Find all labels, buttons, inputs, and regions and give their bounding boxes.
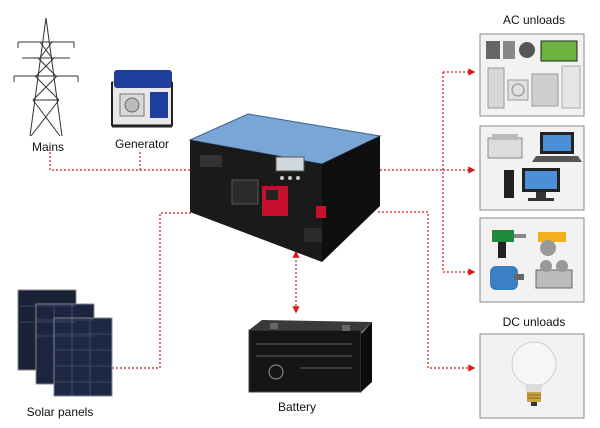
generator-icon — [111, 70, 173, 128]
mains-label: Mains — [32, 140, 64, 154]
inverter-icon — [188, 113, 382, 262]
ac-panel-office — [479, 125, 585, 211]
power-pylon-icon — [13, 17, 79, 137]
dc-output-line — [378, 211, 476, 372]
battery-label: Battery — [278, 400, 316, 414]
office-equipment-icon — [487, 132, 582, 201]
ac-panel-tools — [479, 217, 585, 303]
flow-lines — [49, 68, 476, 372]
solar-panels-icon — [17, 289, 113, 397]
ac-panel-home — [479, 33, 585, 117]
dc-panel — [479, 333, 585, 419]
dc-unloads-label: DC unloads — [503, 315, 566, 329]
generator-label: Generator — [115, 137, 169, 151]
ac-unloads-label: AC unloads — [503, 13, 565, 27]
light-bulb-icon — [511, 341, 557, 406]
mains-line — [49, 152, 200, 174]
home-appliances-icon — [486, 40, 581, 109]
solar-line — [112, 209, 217, 369]
power-tools-icon — [490, 230, 573, 290]
solar-panels-label: Solar panels — [27, 405, 94, 419]
battery-icon — [248, 320, 372, 393]
